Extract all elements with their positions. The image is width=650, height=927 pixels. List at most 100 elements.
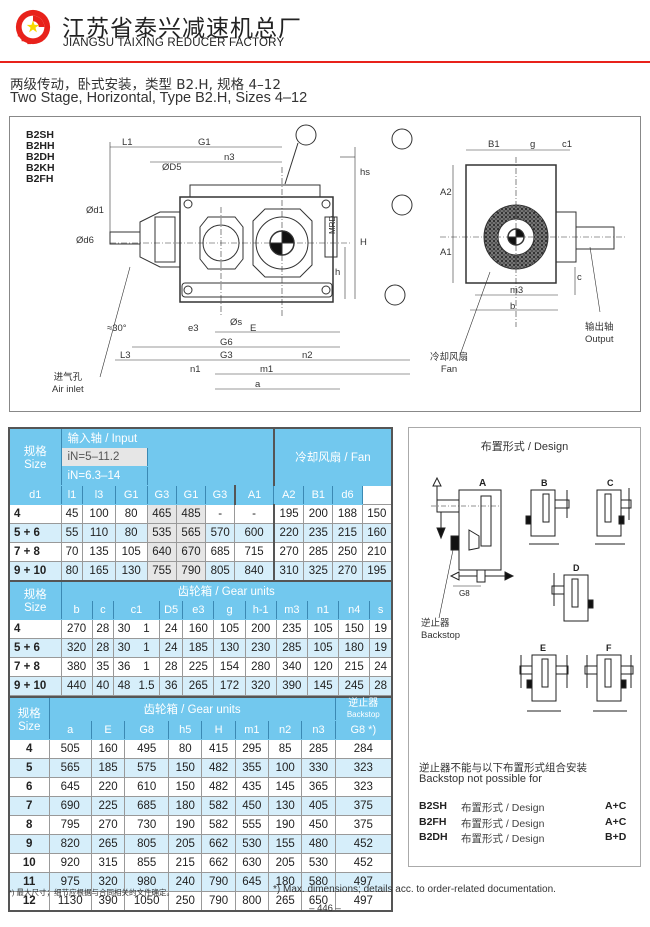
data-cell: 1130 (48, 891, 92, 911)
dim-d6: Ød6 (76, 235, 94, 246)
column-header: n3 (301, 720, 336, 740)
gearbox-side-view: MRD (99, 124, 625, 390)
data-cell: 670 (175, 541, 207, 562)
data-cell: 36 (112, 656, 135, 677)
data-cell: 105 (114, 541, 148, 562)
column-header: D5 (158, 599, 184, 620)
size-cell: 10 (8, 853, 50, 873)
design-diagrams: A G8 B C D (431, 476, 634, 712)
data-cell: 570 (205, 522, 236, 543)
data-cell: 284 (334, 739, 393, 759)
data-cell: 565 (175, 522, 207, 543)
dim-E: E (250, 323, 257, 334)
design-label-d: D (573, 563, 580, 573)
footnote-en: *) Max. dimensions; details acc. to orde… (273, 884, 556, 895)
data-cell: 245 (338, 675, 371, 696)
model-label: B2FH (26, 173, 54, 185)
column-header: A2 (273, 484, 305, 505)
data-cell: 270 (60, 618, 93, 639)
column-header: c1 (112, 599, 161, 620)
data-cell: 200 (244, 618, 277, 639)
data-cell: 555 (234, 815, 270, 835)
dim-n1: n1 (190, 364, 201, 375)
data-cell: 340 (275, 656, 308, 677)
data-cell: 662 (201, 834, 236, 854)
data-cell: 250 (168, 891, 203, 911)
dim-angle: ≈30° (107, 323, 127, 334)
data-cell: 28 (91, 618, 114, 639)
data-cell: 330 (301, 758, 336, 778)
data-cell: 210 (361, 541, 393, 562)
column-header: h-1 (244, 599, 277, 620)
data-cell: 185 (90, 758, 126, 778)
data-cell: 235 (275, 618, 308, 639)
model-list: B2SH B2HH B2DH B2KH B2FH (26, 130, 55, 185)
data-cell: 240 (168, 872, 203, 892)
data-cell: 80 (114, 522, 148, 543)
data-cell: 205 (268, 853, 303, 873)
air-inlet-label: 进气孔 Air inlet (52, 372, 84, 396)
data-cell: 450 (234, 796, 270, 816)
data-cell: 730 (124, 815, 170, 835)
data-cell: 1 (134, 618, 161, 639)
dim-b: b (510, 301, 516, 312)
data-cell: 85 (268, 739, 303, 759)
data-cell: 375 (334, 815, 393, 835)
data-cell: 28 (158, 656, 184, 677)
dim-m3: m3 (510, 285, 524, 296)
page-title-cn: 两级传动，卧式安装，类型 B2.H, 规格 4–12 (10, 77, 281, 93)
data-cell: 320 (60, 637, 93, 658)
dim-a2: A2 (440, 187, 452, 198)
data-cell: 645 (234, 872, 270, 892)
dim-m1: m1 (260, 364, 274, 375)
data-cell: 1 (134, 637, 161, 658)
data-cell: 40 (91, 675, 114, 696)
data-cell: 390 (275, 675, 308, 696)
column-header: A1 (233, 484, 275, 505)
data-cell: 165 (82, 560, 116, 581)
data-cell: 30 (112, 618, 135, 639)
data-cell: 105 (306, 637, 340, 658)
dim-l1: L1 (122, 137, 133, 148)
backstop-en: Backstop (421, 630, 461, 641)
data-cell: 482 (201, 777, 236, 797)
data-cell: 285 (303, 541, 334, 562)
design-panel: 布置形式 / Design A G8 B C D (408, 427, 641, 867)
data-cell: 270 (272, 541, 305, 562)
column-header-backstop: G8 *) (334, 720, 393, 740)
data-cell: 840 (234, 560, 275, 581)
data-cell: 200 (303, 503, 334, 524)
backstop-label: 逆止器 Backstop (421, 618, 460, 642)
data-cell: 805 (124, 834, 170, 854)
column-header: d1 (8, 484, 62, 505)
column-header: m3 (275, 599, 308, 620)
data-cell: 280 (244, 656, 277, 677)
data-cell: 215 (168, 853, 203, 873)
data-cell: 650 (301, 891, 336, 911)
data-cell: 28 (91, 637, 114, 658)
data-cell: 265 (182, 675, 215, 696)
data-cell: 495 (124, 739, 170, 759)
data-cell: 790 (201, 891, 236, 911)
data-cell: 790 (201, 872, 236, 892)
data-cell: 80 (114, 503, 148, 524)
data-cell: 640 (146, 541, 177, 562)
data-cell: 405 (301, 796, 336, 816)
column-header: l1 (60, 484, 84, 505)
data-cell: 435 (234, 777, 270, 797)
size-cell: 12 (8, 891, 50, 911)
data-cell: 325 (303, 560, 334, 581)
column-header: G8 (124, 720, 170, 740)
data-cell: 105 (213, 618, 246, 639)
data-cell: 188 (332, 503, 363, 524)
data-cell: 355 (234, 758, 270, 778)
column-header: d6 (332, 484, 363, 505)
dim-a1: A1 (440, 247, 452, 258)
data-cell: 600 (234, 522, 275, 543)
